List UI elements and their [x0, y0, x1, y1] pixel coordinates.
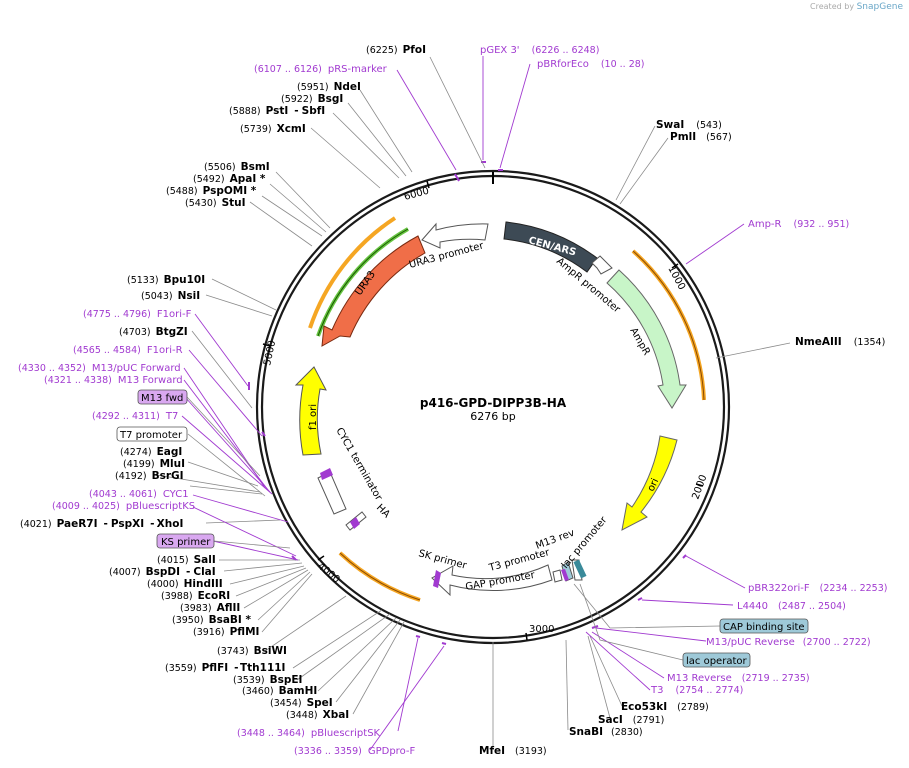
cen-ars-feature [503, 221, 598, 273]
svg-text:M13/pUC Reverse(2700 .. 2722): M13/pUC Reverse(2700 .. 2722) [706, 637, 871, 648]
svg-text:T7 promoter: T7 promoter [119, 430, 183, 441]
ura3-feature [321, 235, 426, 347]
box-ks-primer: KS primer [156, 533, 215, 549]
svg-text:(5430)StuI: (5430)StuI [185, 197, 246, 209]
svg-text:(4321 .. 4338)M13 Forward: (4321 .. 4338)M13 Forward [44, 375, 183, 386]
svg-text:(4292 .. 4311)T7: (4292 .. 4311)T7 [92, 411, 178, 422]
svg-text:(4330 .. 4352)M13/pUC Forward: (4330 .. 4352)M13/pUC Forward [18, 363, 181, 374]
box-cap-binding-site: CAP binding site [719, 618, 809, 634]
primer-labels: pGEX 3'(6226 .. 6248) pBRforEco(10 .. 28… [18, 45, 887, 757]
svg-text:(3988)EcoRI: (3988)EcoRI [161, 590, 230, 602]
svg-text:(3448 .. 3464)pBluescriptSK: (3448 .. 3464)pBluescriptSK [237, 728, 381, 739]
svg-text:(4015)SalI: (4015)SalI [157, 554, 216, 566]
enzyme-labels: (6225)PfoI (5951)NdeI (5922)BsgI (5888)P… [20, 44, 885, 757]
f1-ori-feature [294, 366, 327, 456]
svg-text:(5922)BsgI: (5922)BsgI [281, 93, 343, 105]
svg-text:(5492)ApaI *: (5492)ApaI * [193, 173, 266, 185]
t3-promoter-arrow [552, 569, 563, 583]
ampr-promoter-arrow [591, 255, 613, 275]
leader-lines [156, 56, 791, 746]
svg-text:(4274)EagI: (4274)EagI [120, 446, 182, 458]
svg-text:CAP binding site: CAP binding site [723, 622, 805, 633]
svg-text:(5133)Bpu10I: (5133)Bpu10I [127, 274, 205, 286]
svg-text:(4021)PaeR7I-PspXI-XhoI: (4021)PaeR7I-PspXI-XhoI [20, 518, 183, 530]
svg-text:(3559)PflFI-Tth111I: (3559)PflFI-Tth111I [165, 662, 285, 674]
svg-text:(4009 .. 4025)pBluescriptKS: (4009 .. 4025)pBluescriptKS [52, 501, 195, 512]
credit-text: Created by [810, 2, 855, 11]
svg-text:(4192)BsrGI: (4192)BsrGI [115, 470, 184, 482]
box-lac-operator: lac operator [682, 652, 751, 668]
svg-text:(4000)HindIII: (4000)HindIII [147, 578, 223, 590]
svg-text:pBRforEco(10 .. 28): pBRforEco(10 .. 28) [537, 59, 645, 70]
svg-text:(3983)AflII: (3983)AflII [180, 602, 240, 614]
snapgene-credit: Created by SnapGene [810, 2, 903, 12]
svg-text:(3336 .. 3359)GPDpro-F: (3336 .. 3359)GPDpro-F [294, 746, 415, 757]
svg-text:(4007)BspDI-ClaI: (4007)BspDI-ClaI [109, 566, 216, 578]
lac-promoter-label: lac promoter [560, 514, 610, 571]
svg-text:pBR322ori-F(2234 .. 2253): pBR322ori-F(2234 .. 2253) [748, 583, 887, 594]
svg-text:PmlI(567): PmlI(567) [670, 131, 732, 143]
ampr-feature [606, 269, 687, 409]
box-m13-fwd: M13 fwd [137, 389, 188, 405]
svg-text:SnaBI(2830): SnaBI(2830) [569, 726, 643, 738]
lac-region [561, 559, 587, 582]
svg-text:Amp-R(932 .. 951): Amp-R(932 .. 951) [748, 219, 849, 230]
primer-leader-lines [181, 56, 746, 751]
orange-band-ura3 [308, 216, 397, 329]
svg-text:(3460)BamHI: (3460)BamHI [242, 685, 317, 697]
svg-text:(4565 .. 4584)F1ori-R: (4565 .. 4584)F1ori-R [73, 345, 183, 356]
svg-text:(3454)SpeI: (3454)SpeI [270, 697, 333, 709]
svg-text:(5739)XcmI: (5739)XcmI [240, 123, 306, 135]
ha-label: HA [374, 502, 392, 520]
svg-text:(3743)BsiWI: (3743)BsiWI [217, 645, 287, 657]
plasmid-name: p416-GPD-DIPP3B-HA [420, 396, 567, 410]
svg-text:(4703)BtgZI: (4703)BtgZI [119, 326, 188, 338]
svg-text:(4775 .. 4796)F1ori-F: (4775 .. 4796)F1ori-F [83, 309, 192, 320]
snapgene-logo: SnapGene [856, 2, 903, 12]
svg-text:(3950)BsaBI *: (3950)BsaBI * [172, 614, 251, 626]
svg-text:(3539)BspEI: (3539)BspEI [233, 674, 302, 686]
svg-text:(3448)XbaI: (3448)XbaI [286, 709, 349, 721]
svg-text:5000: 5000 [262, 339, 278, 366]
orange-band-gap [338, 551, 421, 602]
svg-text:(3916)PflMI: (3916)PflMI [193, 626, 259, 638]
ori-feature [621, 435, 678, 531]
sk-primer-label: SK primer [417, 548, 468, 572]
svg-text:(5951)NdeI: (5951)NdeI [297, 81, 361, 93]
plasmid-length: 6276 bp [470, 410, 515, 423]
svg-text:M13 fwd: M13 fwd [141, 393, 183, 404]
svg-text:(5488)PspOMI *: (5488)PspOMI * [166, 185, 257, 197]
svg-text:KS primer: KS primer [161, 537, 211, 548]
svg-text:(6107 .. 6126)pRS-marker: (6107 .. 6126)pRS-marker [254, 64, 388, 75]
box-t7-promoter: T7 promoter [116, 426, 188, 442]
ori-label: ori [646, 477, 661, 493]
svg-text:(5506)BsmI: (5506)BsmI [204, 161, 270, 173]
svg-text:(4043 .. 4061)CYC1: (4043 .. 4061)CYC1 [89, 489, 189, 500]
svg-text:L4440(2487 .. 2504): L4440(2487 .. 2504) [737, 601, 846, 612]
tick-5000: 5000 [262, 339, 278, 366]
ura3-promoter-feature [421, 222, 489, 249]
svg-text:(5043)NsiI: (5043)NsiI [141, 290, 200, 302]
svg-text:3000: 3000 [529, 624, 554, 635]
svg-text:(5888)PstI-SbfI: (5888)PstI-SbfI [229, 105, 325, 117]
svg-text:MfeI(3193): MfeI(3193) [479, 745, 547, 757]
f1-ori-label: f1 ori [308, 404, 319, 430]
svg-text:Eco53kI(2789): Eco53kI(2789) [621, 701, 709, 713]
svg-text:T3(2754 .. 2774): T3(2754 .. 2774) [650, 685, 743, 696]
svg-text:SwaI(543): SwaI(543) [656, 119, 722, 131]
svg-text:4000: 4000 [315, 561, 342, 586]
sk-primer-mark [433, 570, 441, 588]
gap-promoter-feature [431, 564, 553, 597]
svg-text:pGEX 3'(6226 .. 6248): pGEX 3'(6226 .. 6248) [480, 45, 599, 56]
svg-text:NmeAIII(1354): NmeAIII(1354) [795, 336, 885, 348]
svg-text:(4199)MluI: (4199)MluI [123, 458, 185, 470]
tick-3000: 3000 [525, 624, 554, 641]
svg-text:(6225)PfoI: (6225)PfoI [366, 44, 426, 56]
svg-text:SacI(2791): SacI(2791) [598, 714, 664, 726]
cyc1-label: CYC1 terminator [333, 426, 384, 503]
svg-text:M13 Reverse(2719 .. 2735): M13 Reverse(2719 .. 2735) [667, 673, 810, 684]
svg-text:lac operator: lac operator [686, 656, 747, 667]
